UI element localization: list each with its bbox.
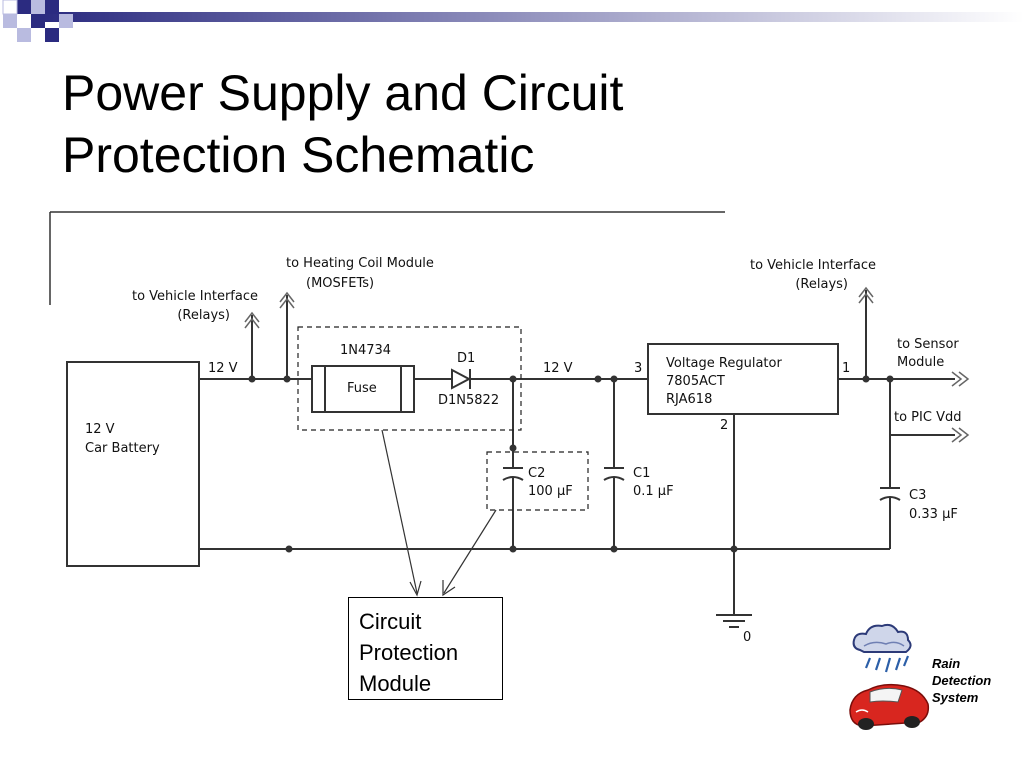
annotation-arrow-head <box>409 580 422 597</box>
decor-square <box>17 28 31 42</box>
circuit-protection-module-callout: Circuit Protection Module <box>348 597 503 700</box>
c1-value-label: 0.1 µF <box>633 484 674 499</box>
rain-drops-icon <box>864 655 910 673</box>
annotation-arrow-head <box>442 580 456 597</box>
right-arrow-icon <box>951 427 970 443</box>
page-title: Power Supply and Circuit Protection Sche… <box>62 62 962 186</box>
up-arrow-icon <box>279 291 295 309</box>
c3-name-label: C3 <box>909 488 926 503</box>
car-icon <box>849 683 930 730</box>
decor-square <box>3 14 17 28</box>
fuse-part-label: 1N4734 <box>340 343 391 358</box>
fuse <box>311 365 415 413</box>
decor-square <box>45 28 59 42</box>
c2-protection-box <box>486 451 589 511</box>
rain-cloud-car-icon <box>849 623 930 730</box>
pin-label: 2 <box>720 418 728 433</box>
decor-square <box>17 0 31 14</box>
vehicle-interface-left-label: (Relays) <box>177 308 230 323</box>
logo-line: Detection <box>932 673 992 688</box>
logo-caption: Rain Detection System <box>932 655 991 706</box>
title-line: Power Supply and Circuit <box>62 65 624 121</box>
header-gradient-bar <box>42 12 1024 22</box>
sensor-module-label: Module <box>897 355 944 370</box>
junction-dot <box>730 545 738 553</box>
heating-coil-label: to Heating Coil Module <box>286 256 434 271</box>
junction-dot <box>248 375 256 383</box>
up-arrow-icon <box>244 311 260 329</box>
logo-line: Rain <box>932 656 961 671</box>
regulator-label: RJA618 <box>666 392 712 407</box>
c2-value-label: 100 µF <box>528 484 573 499</box>
junction-dot <box>285 545 293 553</box>
regulator-label: Voltage Regulator <box>666 356 782 371</box>
fuse-diode-protection-box <box>297 326 522 431</box>
diode-name-label: D1 <box>457 351 475 366</box>
voltage-label: 12 V <box>543 361 573 376</box>
junction-dot <box>509 444 517 452</box>
decor-square <box>2 0 18 15</box>
fuse-label: Fuse <box>347 381 377 396</box>
c3-plate <box>879 496 901 501</box>
decor-square <box>45 0 59 14</box>
junction-dot <box>610 375 618 383</box>
pin-label: 1 <box>842 361 850 376</box>
junction-dot <box>594 375 602 383</box>
decor-square <box>31 0 45 14</box>
vehicle-interface-right-label: to Vehicle Interface <box>750 258 876 273</box>
vehicle-interface-right-label: (Relays) <box>795 277 848 292</box>
c2-name-label: C2 <box>528 466 545 481</box>
junction-dot <box>610 545 618 553</box>
c1-name-label: C1 <box>633 466 650 481</box>
annotation-arrow <box>443 509 497 594</box>
callout-line: Circuit <box>359 609 422 634</box>
decor-square <box>59 14 73 28</box>
voltage-label: 12 V <box>208 361 238 376</box>
callout-line: Module <box>359 671 432 696</box>
ground-label: 0 <box>743 630 751 645</box>
pic-vdd-label: to PIC Vdd <box>894 410 961 425</box>
title-line: Protection Schematic <box>62 127 535 183</box>
junction-dot <box>862 375 870 383</box>
annotation-arrow <box>381 429 418 594</box>
junction-dot <box>283 375 291 383</box>
vehicle-interface-left-label: to Vehicle Interface <box>132 289 258 304</box>
callout-line: Protection <box>359 640 459 665</box>
corner-decoration <box>2 0 1024 42</box>
pin-label: 3 <box>634 361 642 376</box>
car-battery <box>66 361 200 567</box>
right-arrow-icon <box>951 371 970 387</box>
regulator-label: 7805ACT <box>666 374 725 389</box>
junction-dot <box>509 375 517 383</box>
c2-plate <box>502 476 524 481</box>
c1-plate <box>603 476 625 481</box>
sensor-module-label: to Sensor <box>897 337 959 352</box>
logo-line: System <box>932 690 979 705</box>
battery-label: 12 V <box>85 422 115 437</box>
diode-part-label: D1N5822 <box>438 393 499 408</box>
up-arrow-icon <box>858 286 874 304</box>
junction-dot <box>886 375 894 383</box>
battery-label: Car Battery <box>85 441 160 456</box>
cloud-icon <box>852 623 912 653</box>
decor-square <box>31 14 45 28</box>
diode-symbol <box>451 368 472 390</box>
junction-dot <box>509 545 517 553</box>
heating-coil-label: (MOSFETs) <box>306 276 374 291</box>
c3-value-label: 0.33 µF <box>909 507 958 522</box>
